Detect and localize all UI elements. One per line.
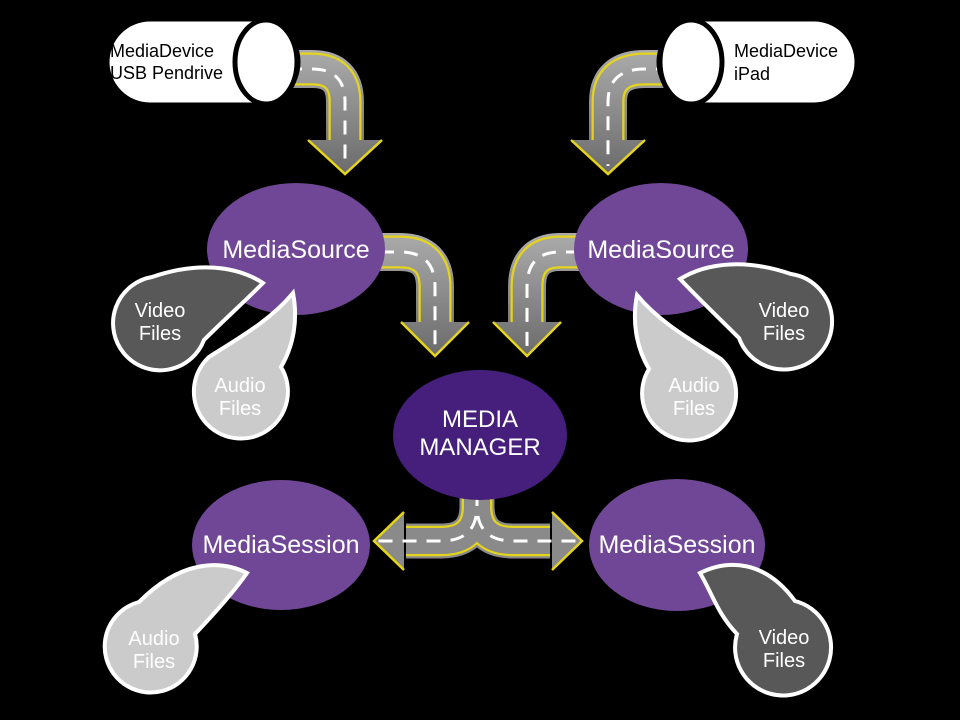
drop-session-left-audio-files: Audio Files <box>102 563 250 695</box>
drop-label-line1: Audio <box>128 628 179 650</box>
road-center-dashes <box>525 250 580 348</box>
teardrop-shape <box>697 562 834 698</box>
device-label-line2: iPad <box>734 64 770 84</box>
media-manager-label-line1: MEDIA <box>442 406 518 433</box>
road-center-dashes <box>606 67 670 166</box>
road-surface-right <box>464 492 550 554</box>
teardrop-shape <box>191 288 297 441</box>
road-source-right-to-manager <box>492 233 580 358</box>
drop-label-line2: Files <box>219 398 261 420</box>
road-usb-to-source-left <box>288 50 383 176</box>
teardrop-shape <box>676 262 835 372</box>
arrowhead-down-icon <box>571 140 645 174</box>
drop-label-line1: Video <box>759 627 810 649</box>
drop-label-line1: Audio <box>214 375 265 397</box>
media-session-right-label: MediaSession <box>598 531 755 559</box>
arrowhead-outline <box>492 321 562 358</box>
cylinder-cap <box>232 17 300 107</box>
drop-label-line2: Files <box>139 323 181 345</box>
device-ipad: MediaDevice iPad <box>656 16 860 108</box>
arrowhead-outline <box>400 321 470 358</box>
drop-session-right-video-files: Video Files <box>697 562 834 698</box>
road-center-dashes <box>380 250 437 348</box>
teardrop-shape <box>633 290 739 443</box>
road-manager-to-sessions-fork <box>372 492 584 571</box>
drop-label-line1: Video <box>759 300 810 322</box>
device-label-line1: MediaDevice <box>734 41 838 61</box>
road-center-dashes <box>288 67 347 166</box>
drop-label-line1: Audio <box>668 375 719 397</box>
arrowhead-left-outline <box>372 511 405 571</box>
arrowhead-outline <box>307 139 383 176</box>
teardrop-shape <box>111 265 267 373</box>
drop-source-right-audio-files: Audio Files <box>633 290 739 443</box>
media-manager-label-line2: MANAGER <box>419 434 540 461</box>
device-usb-pendrive: MediaDevice USB Pendrive <box>104 16 301 108</box>
drop-source-right-video-files: Video Files <box>676 262 835 372</box>
drop-label-line2: Files <box>763 323 805 345</box>
media-source-left-label: MediaSource <box>222 236 369 264</box>
road-ipad-to-source-right <box>570 50 670 176</box>
device-label-line2: USB Pendrive <box>110 63 223 83</box>
drop-label-line2: Files <box>133 651 175 673</box>
media-source-right-label: MediaSource <box>587 236 734 264</box>
teardrop-shape <box>102 563 250 695</box>
drop-label-line2: Files <box>673 398 715 420</box>
drop-source-left-audio-files: Audio Files <box>191 288 297 441</box>
media-manager-node <box>393 370 567 500</box>
road-source-left-to-manager <box>380 233 470 358</box>
arrowhead-right-outline <box>551 511 584 571</box>
drop-source-left-video-files: Video Files <box>111 265 267 373</box>
arrowhead-outline <box>570 139 646 176</box>
device-label-line1: MediaDevice <box>110 41 214 61</box>
drop-label-line1: Video <box>135 300 186 322</box>
cylinder-cap <box>657 17 725 107</box>
media-session-left-label: MediaSession <box>202 531 359 559</box>
drop-label-line2: Files <box>763 650 805 672</box>
